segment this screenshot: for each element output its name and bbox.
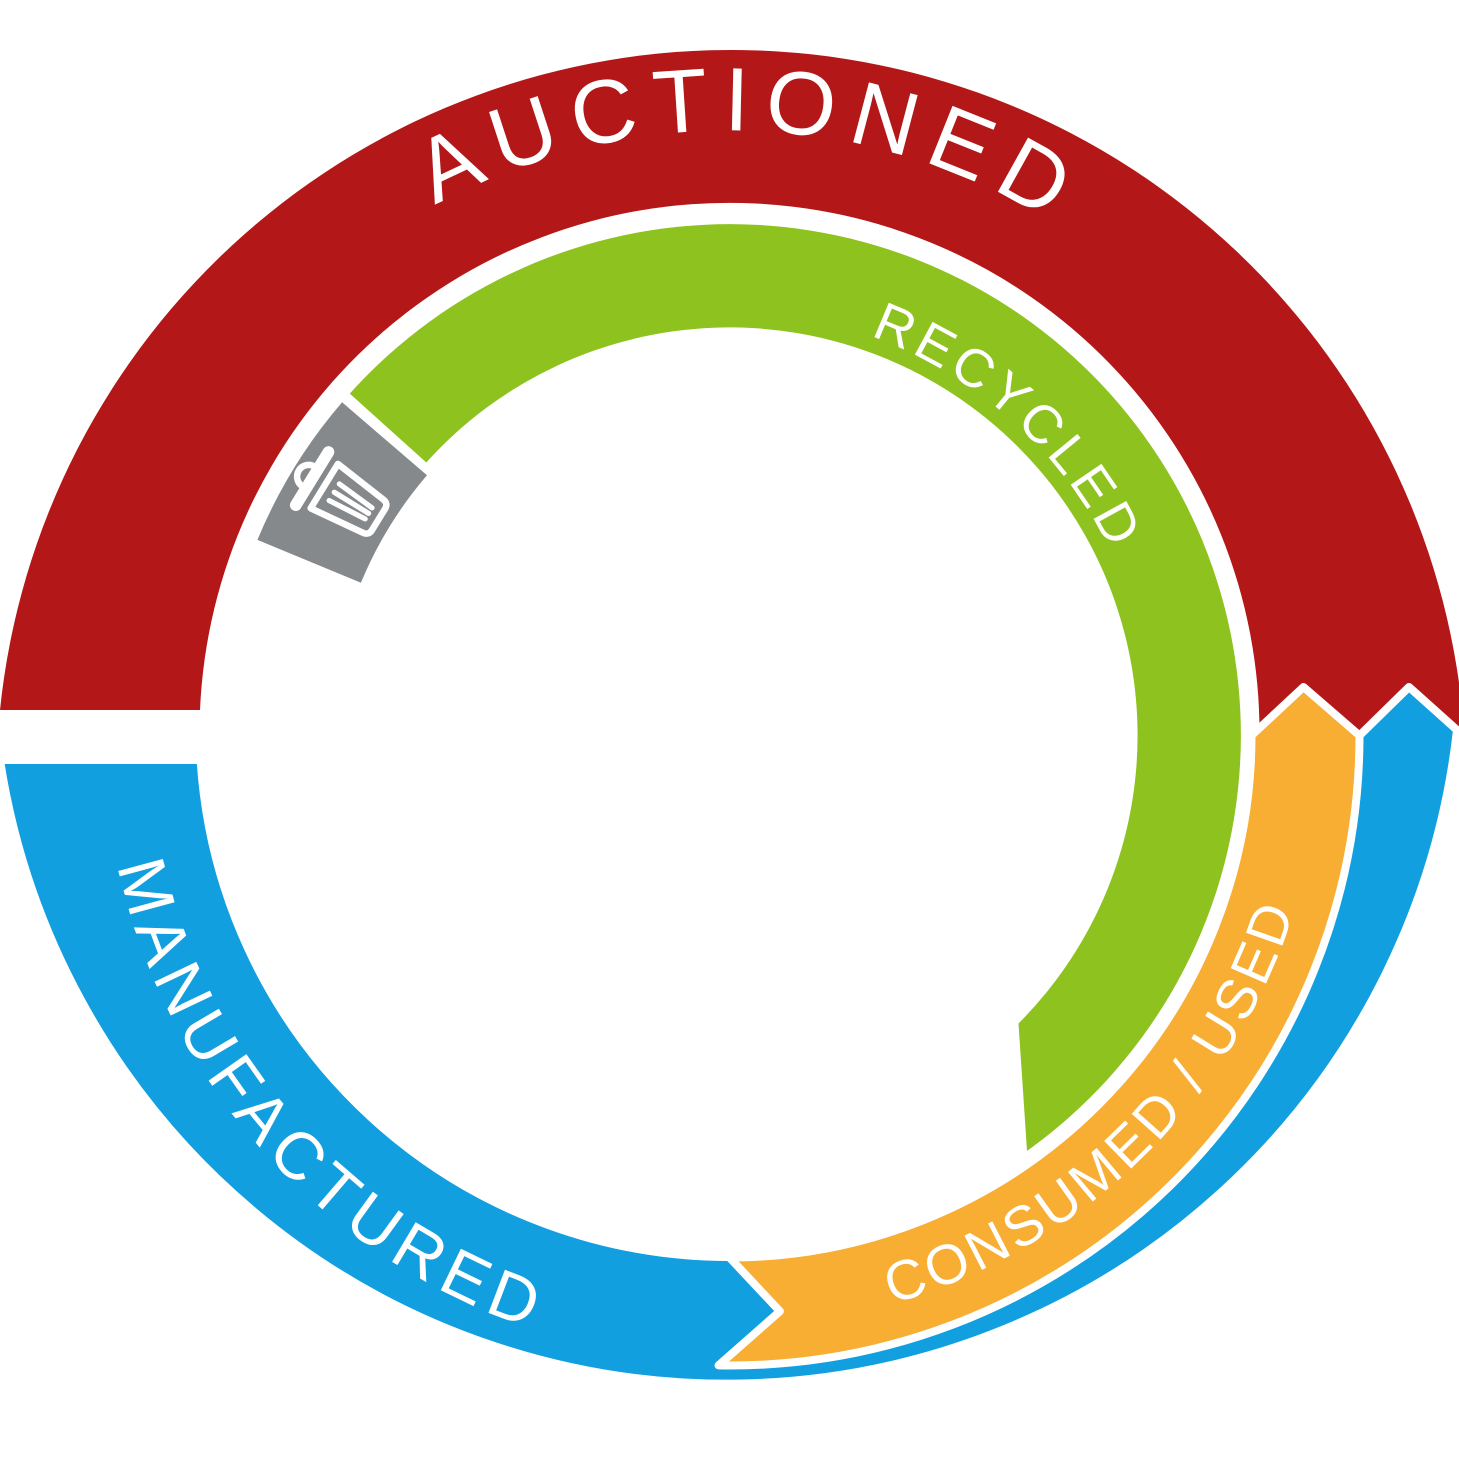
waste-segment (257, 402, 427, 583)
trash-icon-lid (289, 446, 335, 512)
trash-icon-handle (293, 461, 319, 490)
trash-icon-slats (326, 481, 375, 522)
recycled-arc (349, 224, 1241, 1151)
consumed-used-ribbon (714, 683, 1364, 1370)
trash-icon (289, 446, 390, 537)
auctioned-arc (0, 49, 1459, 736)
trash-icon-body (307, 460, 390, 537)
